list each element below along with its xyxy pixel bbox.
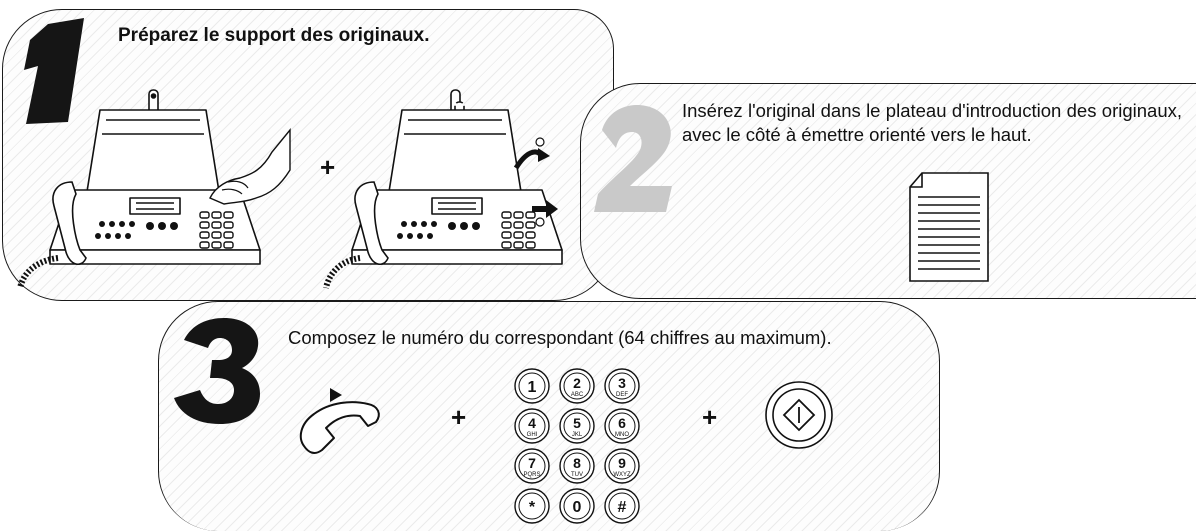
keypad-key-letters: ABC xyxy=(571,392,584,398)
step-1-number xyxy=(24,18,84,124)
keypad-key-digit: * xyxy=(529,499,536,516)
step-3-panel xyxy=(158,301,940,531)
step-3-number xyxy=(174,318,260,424)
keypad-key-letters: WXYZ xyxy=(613,472,631,478)
keypad-key-letters: MNO xyxy=(615,432,629,438)
start-button-icon xyxy=(765,381,833,449)
keypad-key-#: # xyxy=(604,488,640,524)
keypad-key-digit: 7 xyxy=(528,455,536,471)
keypad-key-0: 0 xyxy=(559,488,595,524)
keypad-key-digit: 4 xyxy=(528,415,536,431)
plus-sign: + xyxy=(451,402,467,432)
fax-machine-icon xyxy=(17,89,291,289)
keypad-key-digit: 5 xyxy=(573,415,581,431)
keypad-key-1: 1 xyxy=(514,368,550,404)
phone-handset-icon xyxy=(299,388,380,454)
plus-sign: + xyxy=(702,402,718,432)
keypad-key-digit: 3 xyxy=(618,375,626,391)
keypad-key-*: * xyxy=(514,488,550,524)
keypad-key-letters: JKL xyxy=(572,432,583,438)
plus-sign: + xyxy=(320,152,336,182)
keypad-key-digit: 9 xyxy=(618,455,626,471)
keypad-key-letters: TUV xyxy=(571,472,583,478)
keypad-key-digit: 1 xyxy=(528,379,537,396)
step-2-caption: Insérez l'original dans le plateau d'int… xyxy=(682,100,1182,145)
step-1-caption: Préparez le support des originaux. xyxy=(118,25,430,46)
step-2-number xyxy=(594,105,672,212)
fax-machine-icon xyxy=(323,89,563,289)
keypad-key-digit: 2 xyxy=(573,375,581,391)
keypad-key-digit: # xyxy=(618,499,627,516)
keypad-key-digit: 8 xyxy=(573,455,581,471)
keypad-key-letters: DEF xyxy=(616,392,628,398)
step-2-panel xyxy=(580,83,1196,299)
step-3-caption: Composez le numéro du correspondant (64 … xyxy=(288,327,832,348)
keypad-key-digit: 6 xyxy=(618,415,626,431)
keypad-key-letters: GHI xyxy=(527,432,538,438)
keypad-key-digit: 0 xyxy=(573,499,582,516)
keypad-key-letters: PQRS xyxy=(523,472,540,478)
document-icon xyxy=(909,172,989,282)
